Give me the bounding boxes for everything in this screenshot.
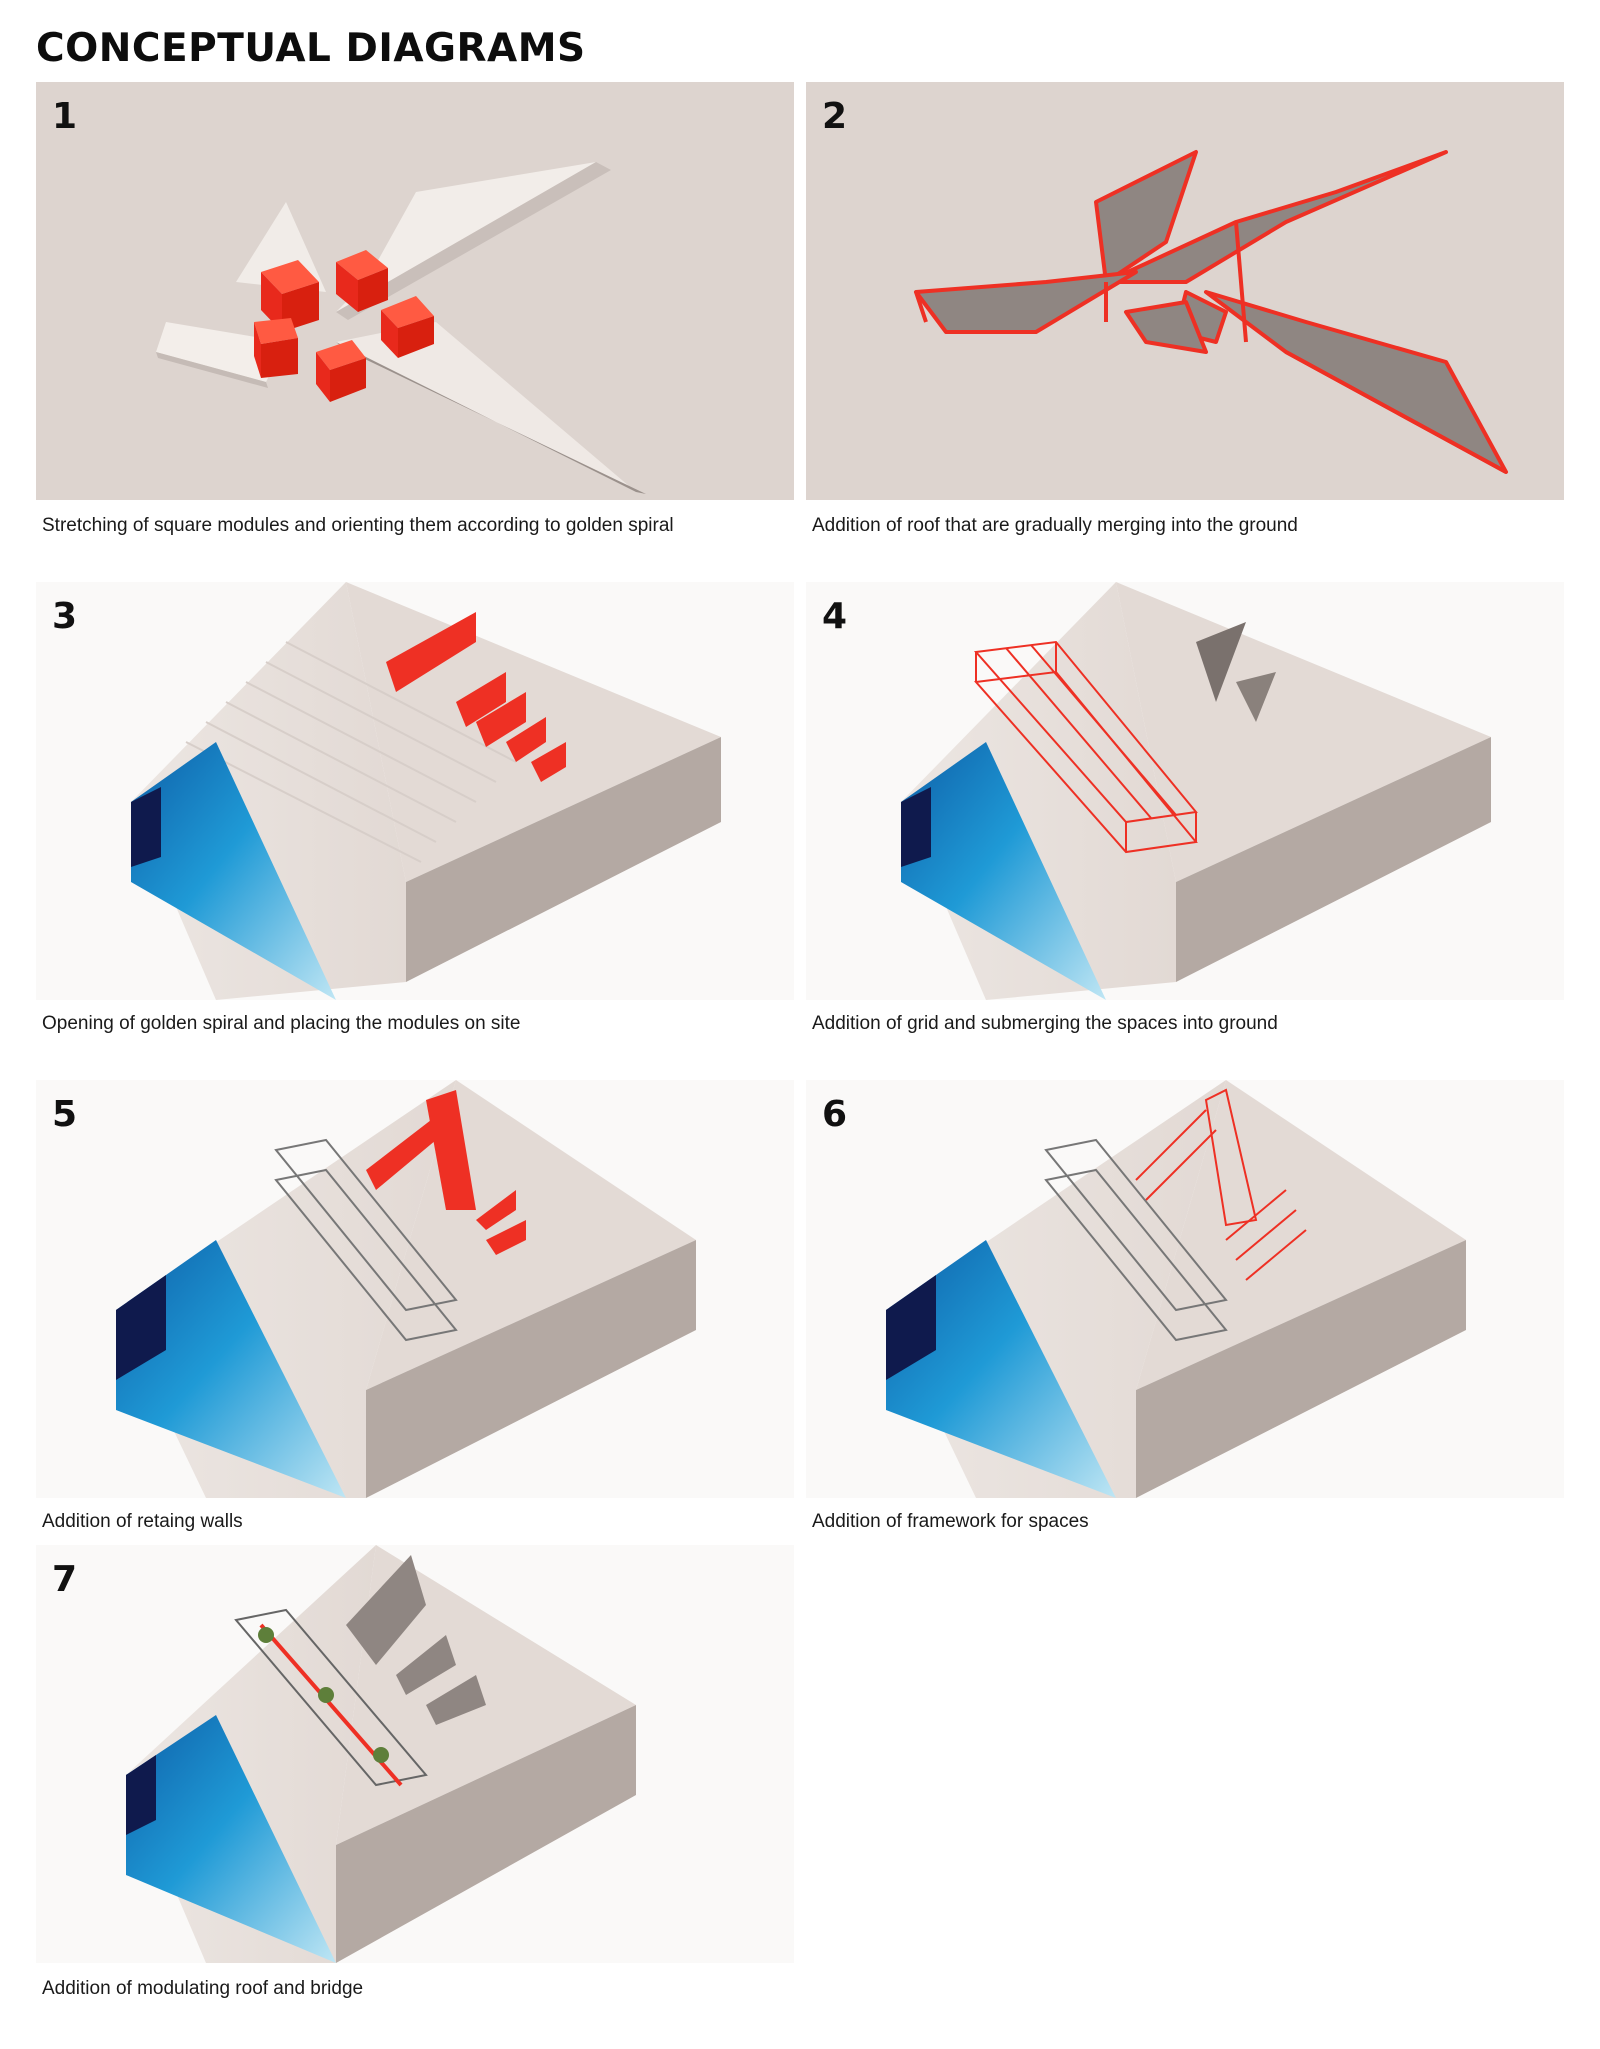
red-grid [973,640,1198,854]
diagram-panel-5: 5 [36,1080,794,1498]
diagram-7-illustration [126,1545,636,1963]
diagram-1-illustration [156,162,646,494]
diagram-number: 7 [52,1559,78,1600]
diagram-caption: Addition of framework for spaces [812,1511,1089,1532]
diagram-panel-7: 7 [36,1545,794,1963]
diagram-caption: Stretching of square modules and orienti… [42,515,674,536]
red-retaining-walls [366,1090,526,1255]
diagram-panel-2: 2 [806,82,1564,500]
diagram-caption: Addition of roof that are gradually merg… [812,515,1298,536]
diagram-number: 2 [822,96,848,137]
diagram-number: 1 [52,96,78,137]
diagram-3-illustration [131,582,721,1000]
diagram-4-illustration [901,582,1491,1000]
diagram-number: 6 [822,1094,848,1135]
red-modules [386,612,566,782]
red-modules [254,250,434,402]
diagram-caption: Opening of golden spiral and placing the… [42,1013,521,1034]
diagram-6-illustration [886,1080,1466,1498]
diagram-number: 4 [822,596,848,637]
diagram-panel-6: 6 [806,1080,1564,1498]
diagram-caption: Addition of grid and submerging the spac… [812,1013,1278,1034]
diagram-2-illustration [914,150,1508,474]
diagram-number: 5 [52,1094,78,1135]
diagram-caption: Addition of retaing walls [42,1511,243,1532]
diagram-panel-4: 4 [806,582,1564,1000]
modulating-roof [346,1555,486,1725]
diagram-number: 3 [52,596,78,637]
page-title: CONCEPTUAL DIAGRAMS [36,26,586,71]
diagram-5-illustration [116,1080,696,1498]
diagram-panel-1: 1 [36,82,794,500]
diagram-panel-3: 3 [36,582,794,1000]
bridge-with-plants [234,1608,428,1787]
red-framework [1135,1088,1307,1281]
diagram-caption: Addition of modulating roof and bridge [42,1978,364,1999]
